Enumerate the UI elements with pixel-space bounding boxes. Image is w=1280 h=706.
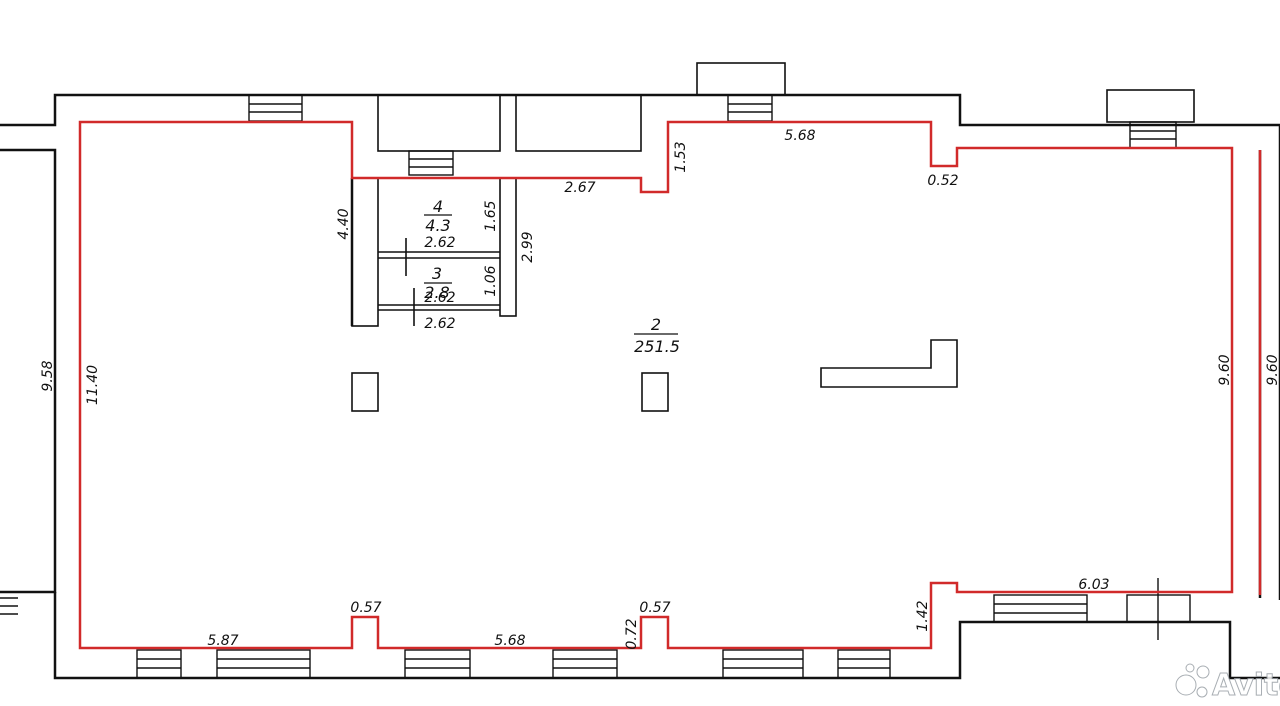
dim-bottom-mid: 5.68 <box>494 633 525 649</box>
dim-right-outer: 9.60 <box>1265 354 1280 385</box>
room-2-outline <box>78 120 1234 650</box>
room-3-number: 3 <box>432 264 442 283</box>
dim-top-right: 5.68 <box>784 128 815 144</box>
dim-top-step: 4.40 <box>336 208 352 239</box>
dim-top-mid: 2.67 <box>564 180 595 196</box>
room-2-number: 2 <box>651 315 661 334</box>
window-bottom-2 <box>216 649 311 679</box>
room-4-number: 4 <box>433 197 443 216</box>
window-bottom-7 <box>993 594 1088 623</box>
dim-right-inner: 9.60 <box>1217 354 1233 385</box>
dim-room3-height: 1.06 <box>483 265 499 296</box>
dim-bottom-right-step: 1.42 <box>915 600 931 631</box>
room-3-area: 2.8 <box>424 283 449 302</box>
dim-bottom-left: 5.87 <box>207 633 238 649</box>
window-bottom-4 <box>552 649 618 679</box>
dim-niche-side: 1.53 <box>673 141 689 172</box>
window-bottom-6 <box>837 649 891 679</box>
door-bottom-right <box>1126 578 1191 640</box>
window-bottom-3 <box>404 649 471 679</box>
dim-pillar2: 0.57 <box>639 600 670 616</box>
windows <box>136 94 1191 679</box>
dim-room3-width-b: 2.62 <box>424 316 455 332</box>
window-bottom-1 <box>136 649 182 679</box>
dim-left-outer: 9.58 <box>40 360 56 391</box>
avito-watermark: Avito <box>1175 663 1280 704</box>
columns <box>351 339 958 412</box>
dim-left-inner: 11.40 <box>85 365 101 405</box>
dimension-labels: 9.58 11.40 4.40 2.67 1.53 5.68 0.52 9.60… <box>40 128 1280 650</box>
room-2-area: 251.5 <box>634 337 680 356</box>
dim-room3-width: 2.62 <box>424 290 455 306</box>
dim-right-step: 0.52 <box>927 173 958 189</box>
avito-logo-icon <box>1175 663 1210 698</box>
dim-pillar2-depth: 0.72 <box>624 618 640 649</box>
dim-rooms-total-height: 2.99 <box>520 231 536 262</box>
window-top-2 <box>408 150 454 176</box>
window-top-3 <box>727 94 773 122</box>
dim-room4-height: 1.65 <box>483 200 499 231</box>
room-labels: 2 251.5 4 4.3 3 2.8 <box>424 197 680 356</box>
dim-bottom-right: 6.03 <box>1078 577 1109 593</box>
window-top-1 <box>248 94 303 122</box>
window-bottom-5 <box>722 649 804 679</box>
watermark-text: Avito <box>1212 668 1280 703</box>
dim-room4-width: 2.62 <box>424 235 455 251</box>
dim-pillar1: 0.57 <box>350 600 381 616</box>
room-4-area: 4.3 <box>425 216 450 235</box>
